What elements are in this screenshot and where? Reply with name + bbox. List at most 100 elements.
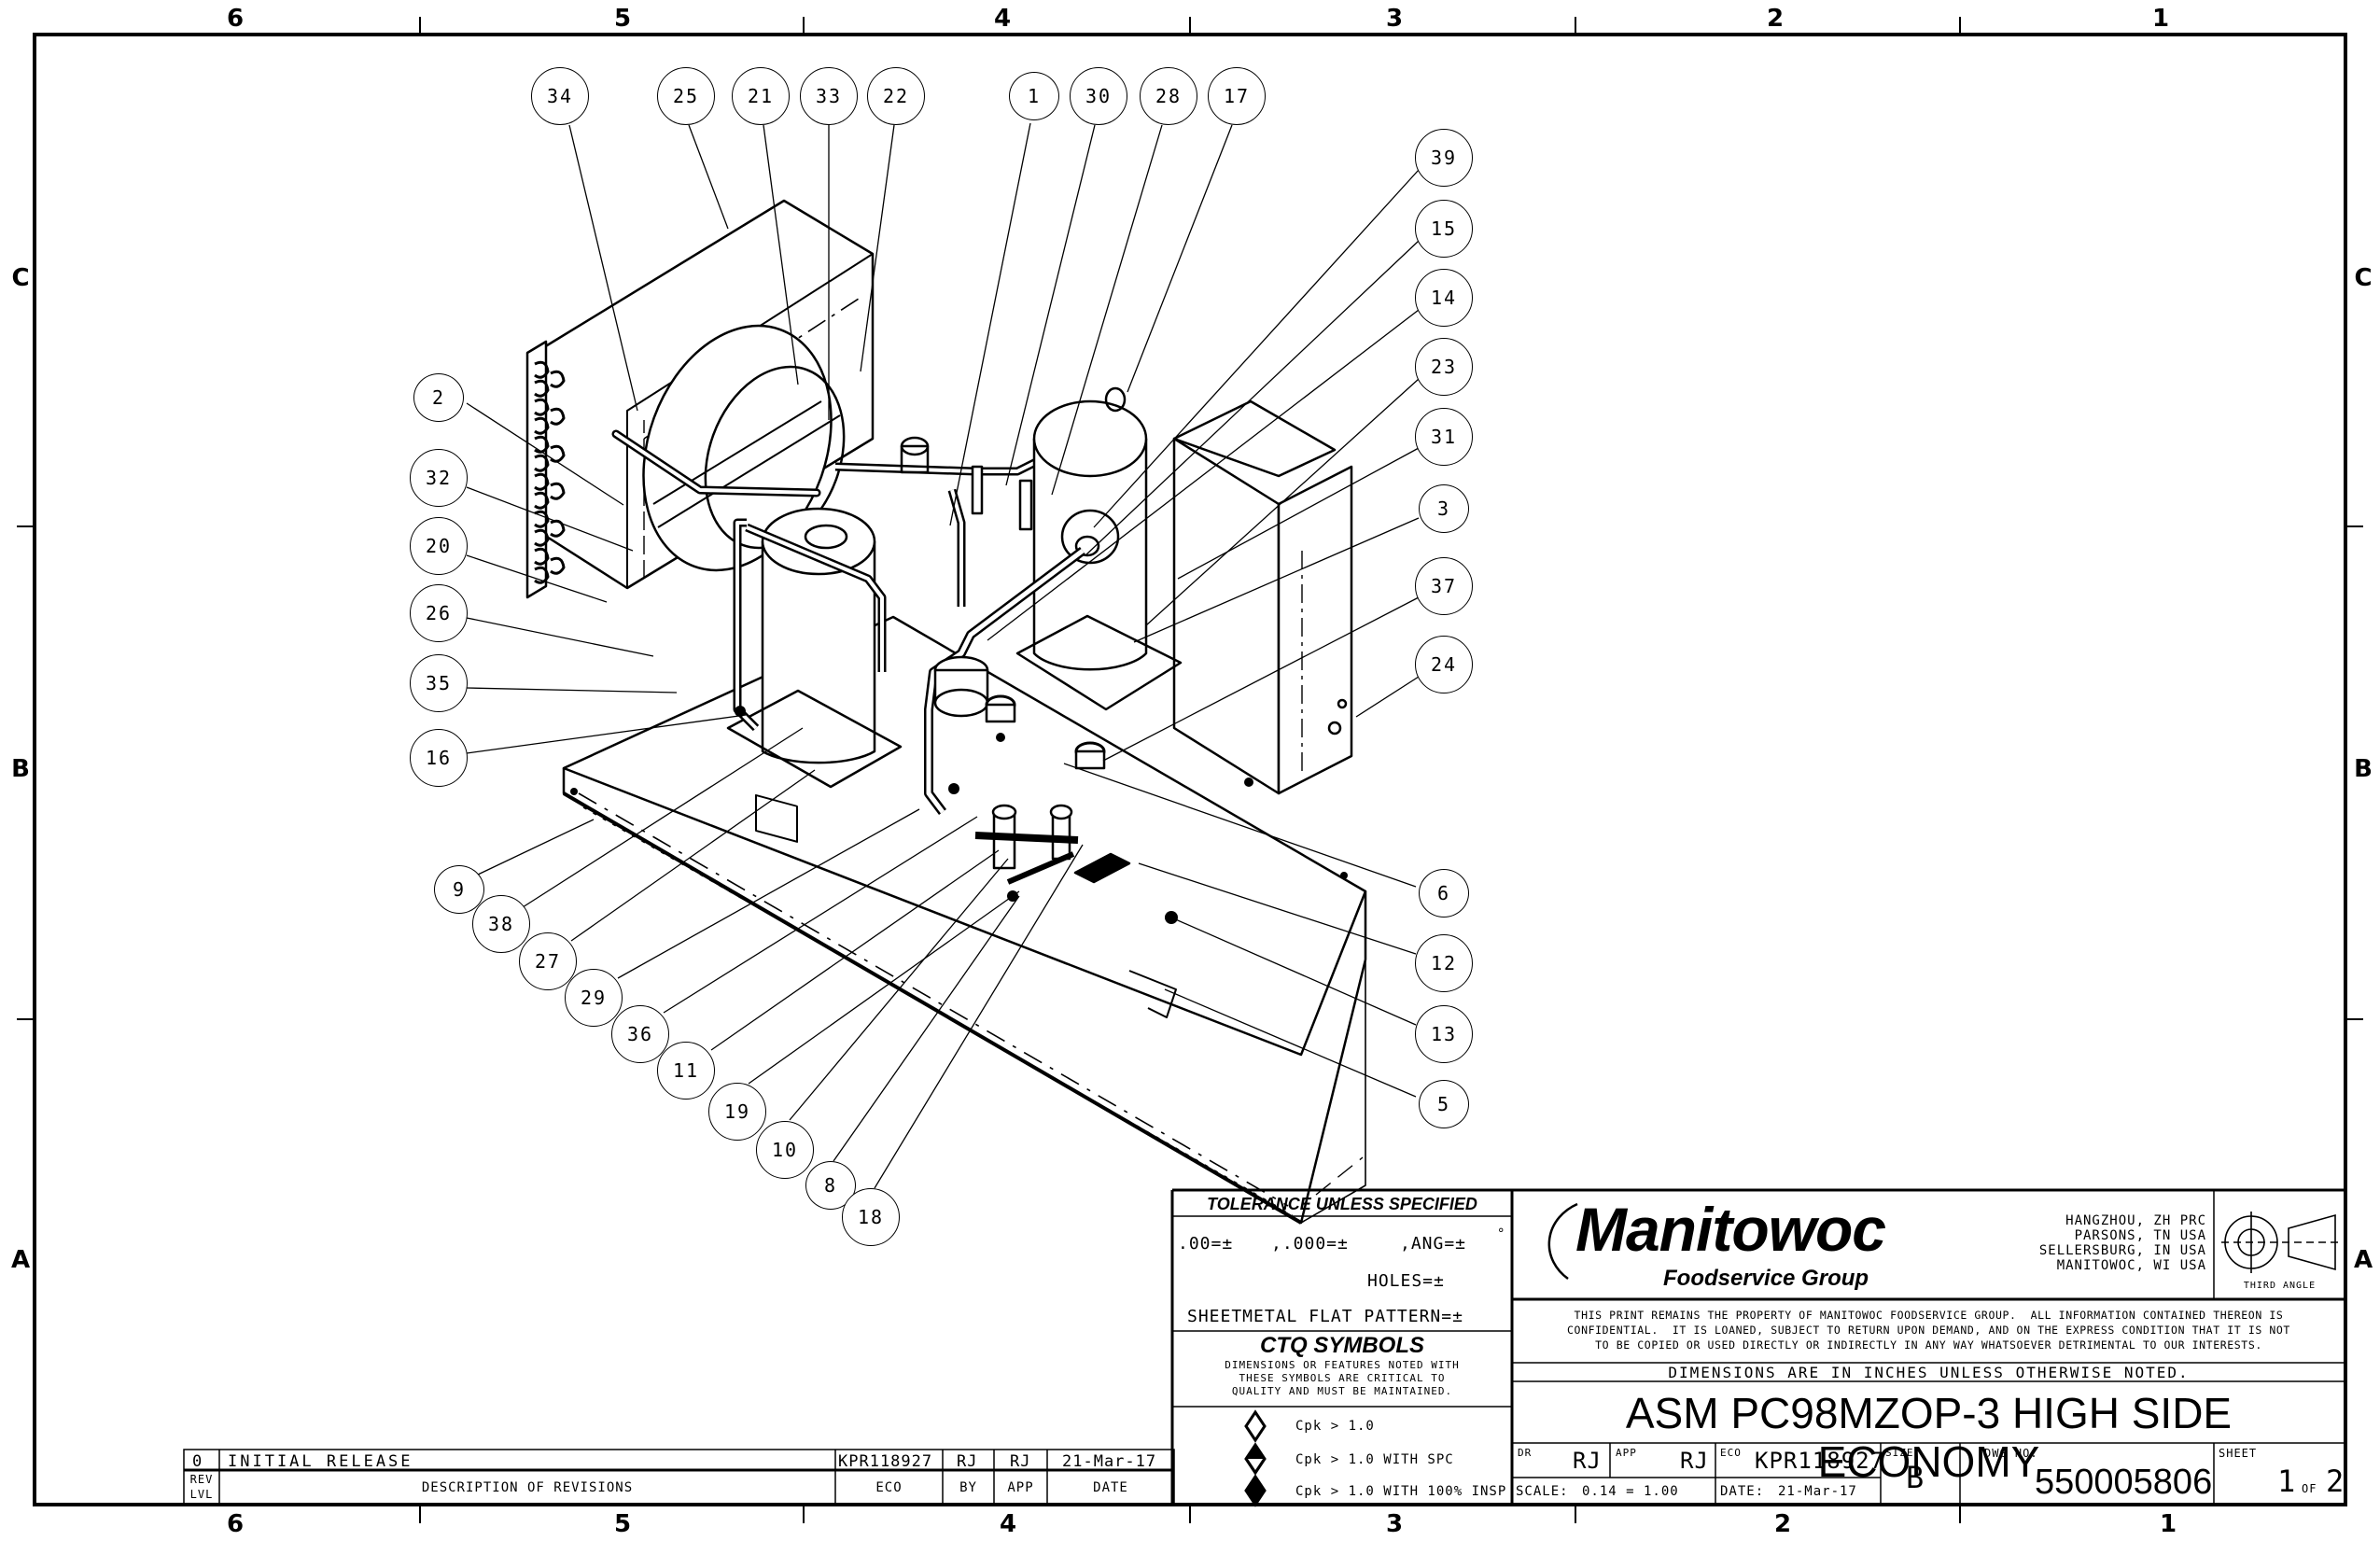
zone-bottom-3: 3 <box>1385 1510 1404 1538</box>
zone-left-c: C <box>11 264 30 292</box>
item-balloon: 16 <box>410 729 468 787</box>
rev-header-description: DESCRIPTION OF REVISIONS <box>421 1480 634 1495</box>
sheet-total: 2 <box>2326 1464 2345 1499</box>
sheet-label: SHEET <box>2219 1447 2258 1460</box>
size-label: SIZE <box>1885 1447 1914 1459</box>
item-balloon: 39 <box>1415 129 1473 187</box>
zone-bottom-2: 2 <box>1773 1510 1792 1538</box>
projection-label: THIRD ANGLE <box>2243 1281 2317 1291</box>
app-label: APP <box>1616 1447 1637 1459</box>
ctq-title: CTQ SYMBOLS <box>1259 1333 1424 1358</box>
rev-date: 21-Mar-17 <box>1062 1452 1157 1471</box>
sheet-of-label: OF <box>2302 1482 2317 1495</box>
item-balloon: 15 <box>1415 200 1473 258</box>
item-balloon: 27 <box>519 932 577 990</box>
ctq-note-2: THESE SYMBOLS ARE CRITICAL TO <box>1239 1372 1446 1384</box>
zone-top-6: 6 <box>226 5 245 33</box>
ctq-icons <box>1244 1409 1267 1507</box>
item-balloon: 5 <box>1419 1080 1469 1128</box>
rev-header-by: BY <box>959 1480 977 1495</box>
item-balloon: 25 <box>657 67 715 125</box>
item-balloon: 18 <box>842 1188 900 1246</box>
rev-header-eco: ECO <box>875 1480 903 1495</box>
app-value: RJ <box>1680 1448 1709 1474</box>
scale-label: SCALE: <box>1516 1484 1569 1499</box>
rev-header-date: DATE <box>1093 1480 1128 1495</box>
item-balloon: 33 <box>800 67 858 125</box>
item-balloon: 30 <box>1070 67 1127 125</box>
zone-bottom-6: 6 <box>226 1510 245 1538</box>
ctq-symbol-1-label: Cpk > 1.0 <box>1295 1419 1375 1434</box>
item-balloon: 22 <box>867 67 925 125</box>
item-balloon: 6 <box>1419 869 1469 918</box>
logo-swoosh <box>1547 1202 1578 1281</box>
location-2: PARSONS, TN USA <box>2074 1228 2206 1243</box>
rev-header-lvl: REV LVL <box>189 1473 214 1501</box>
location-1: HANGZHOU, ZH PRC <box>2065 1213 2206 1228</box>
rev-app: RJ <box>1010 1452 1031 1471</box>
zone-top-2: 2 <box>1766 5 1785 33</box>
zone-left-a: A <box>10 1246 31 1274</box>
tolerance-degree: ° <box>1497 1226 1506 1241</box>
item-balloon: 17 <box>1208 67 1266 125</box>
item-balloon: 32 <box>410 449 468 507</box>
zone-top-5: 5 <box>613 5 632 33</box>
zone-bottom-4: 4 <box>999 1510 1017 1538</box>
location-3: SELLERSBURG, IN USA <box>2038 1243 2206 1258</box>
zone-right-a: A <box>2353 1246 2373 1274</box>
ctq-symbol-3-label: Cpk > 1.0 WITH 100% INSP <box>1295 1484 1507 1499</box>
rev-eco: KPR118927 <box>838 1452 933 1471</box>
assembly-illustration <box>525 199 1367 1225</box>
leader-lines <box>466 122 1420 1189</box>
item-balloon: 23 <box>1415 338 1473 396</box>
tolerance-holes: HOLES=± <box>1367 1271 1445 1291</box>
dr-value: RJ <box>1573 1448 1602 1474</box>
item-balloon: 1 <box>1009 72 1059 120</box>
item-balloon: 26 <box>410 584 468 642</box>
zone-right-c: C <box>2354 264 2373 292</box>
drawing-title: ASM PC98MZOP-3 HIGH SIDE ECONOMY <box>1625 1389 2233 1486</box>
eco-label: ECO <box>1720 1447 1742 1459</box>
item-balloon: 35 <box>410 654 468 712</box>
ctq-symbol-2-label: Cpk > 1.0 WITH SPC <box>1295 1452 1454 1467</box>
item-balloon: 11 <box>657 1042 715 1100</box>
size-value: B <box>1906 1460 1925 1495</box>
tolerance-three-place: ,.000=± <box>1271 1234 1349 1254</box>
units-note: DIMENSIONS ARE IN INCHES UNLESS OTHERWIS… <box>1668 1364 2190 1381</box>
zone-left-b: B <box>11 755 30 783</box>
ctq-note-1: DIMENSIONS OR FEATURES NOTED WITH <box>1225 1359 1460 1371</box>
item-balloon: 29 <box>565 969 623 1027</box>
rev-description: INITIAL RELEASE <box>228 1452 413 1471</box>
item-balloon: 13 <box>1415 1005 1473 1063</box>
zone-bottom-1: 1 <box>2159 1510 2177 1538</box>
tolerance-sheetmetal: SHEETMETAL FLAT PATTERN=± <box>1187 1307 1463 1326</box>
date-label: DATE: <box>1720 1484 1765 1499</box>
open-diamond-icon <box>1244 1409 1267 1443</box>
zone-top-3: 3 <box>1385 5 1404 33</box>
confidential-3: TO BE COPIED OR USED DIRECTLY OR INDIREC… <box>1595 1338 2262 1352</box>
rev-level: 0 <box>192 1452 203 1471</box>
third-angle-icon <box>2221 1212 2343 1273</box>
zone-right-b: B <box>2354 755 2373 783</box>
logo-main: Manitowoc <box>1575 1195 1886 1264</box>
tolerance-title: TOLERANCE UNLESS SPECIFIED <box>1207 1195 1477 1213</box>
item-balloon: 10 <box>756 1121 814 1179</box>
rev-by: RJ <box>957 1452 978 1471</box>
item-balloon: 34 <box>531 67 589 125</box>
sheet-number: 1 <box>2277 1464 2297 1499</box>
rev-header-app: APP <box>1007 1480 1034 1495</box>
confidential-1: THIS PRINT REMAINS THE PROPERTY OF MANIT… <box>1574 1309 2284 1322</box>
confidential-2: CONFIDENTIAL. IT IS LOANED, SUBJECT TO R… <box>1567 1324 2290 1337</box>
item-balloon: 31 <box>1415 408 1473 466</box>
scale-value: 0.14 = 1.00 <box>1582 1484 1679 1499</box>
item-balloon: 21 <box>732 67 790 125</box>
zone-top-1: 1 <box>2151 5 2170 33</box>
item-balloon: 12 <box>1415 934 1473 992</box>
dwg-number: 550005806 <box>2035 1463 2213 1502</box>
zone-top-4: 4 <box>993 5 1012 33</box>
date-value: 21-Mar-17 <box>1778 1484 1857 1499</box>
filled-diamond-icon <box>1244 1474 1267 1507</box>
eco-value: KPR118927 <box>1755 1448 1885 1474</box>
zone-bottom-5: 5 <box>613 1510 632 1538</box>
